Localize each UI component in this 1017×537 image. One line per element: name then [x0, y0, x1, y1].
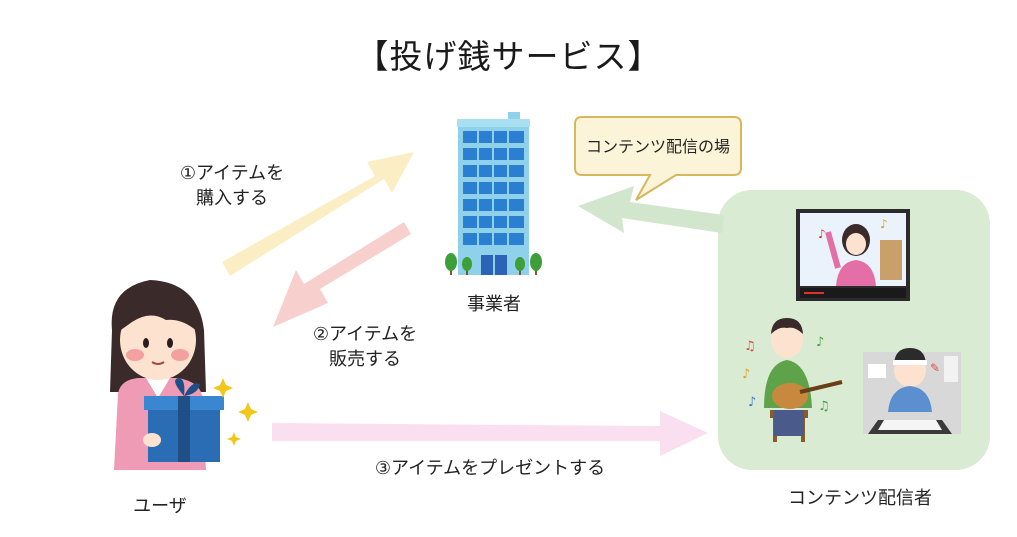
sell-step-line2: 販売する	[329, 349, 401, 370]
svg-text:✎: ✎	[930, 361, 940, 375]
present-step-label: ③アイテムをプレゼントする	[374, 458, 606, 479]
page-title: 【投げ銭サービス】	[355, 37, 662, 76]
sell-arrow	[273, 222, 411, 327]
guitarist-illustration: ♫ ♪ ♪ ♫ ♪	[742, 318, 843, 442]
purchase-step-line1: ①アイテムを	[179, 163, 285, 184]
creators-label: コンテンツ配信者	[788, 488, 932, 509]
speech-bubble	[574, 116, 742, 201]
present-arrow	[272, 411, 708, 456]
video-stream-illustration: ♪ ♪	[796, 209, 910, 301]
svg-text:♫: ♫	[744, 339, 756, 354]
purchase-step-label: ①アイテムを 購入する	[162, 161, 302, 211]
svg-text:♪: ♪	[880, 217, 888, 231]
user-with-gift-illustration	[110, 280, 258, 470]
purchase-arrow	[222, 152, 414, 276]
svg-text:♪: ♪	[742, 367, 750, 382]
tree-icon	[445, 253, 542, 275]
sell-step-line1: ②アイテムを	[312, 324, 418, 345]
office-building-illustration	[445, 112, 542, 275]
company-label: 事業者	[467, 294, 521, 315]
svg-text:♪: ♪	[748, 395, 756, 410]
artist-illustration: ✎	[863, 348, 961, 434]
bubble-text: コンテンツ配信の場	[585, 137, 730, 156]
svg-text:♫: ♫	[818, 399, 830, 414]
svg-text:♪: ♪	[816, 335, 824, 350]
sell-step-label: ②アイテムを 販売する	[295, 322, 435, 372]
stream-arrow	[578, 186, 724, 233]
purchase-step-line2: 購入する	[196, 188, 268, 209]
user-label: ユーザ	[133, 496, 187, 517]
svg-text:♪: ♪	[818, 227, 826, 241]
